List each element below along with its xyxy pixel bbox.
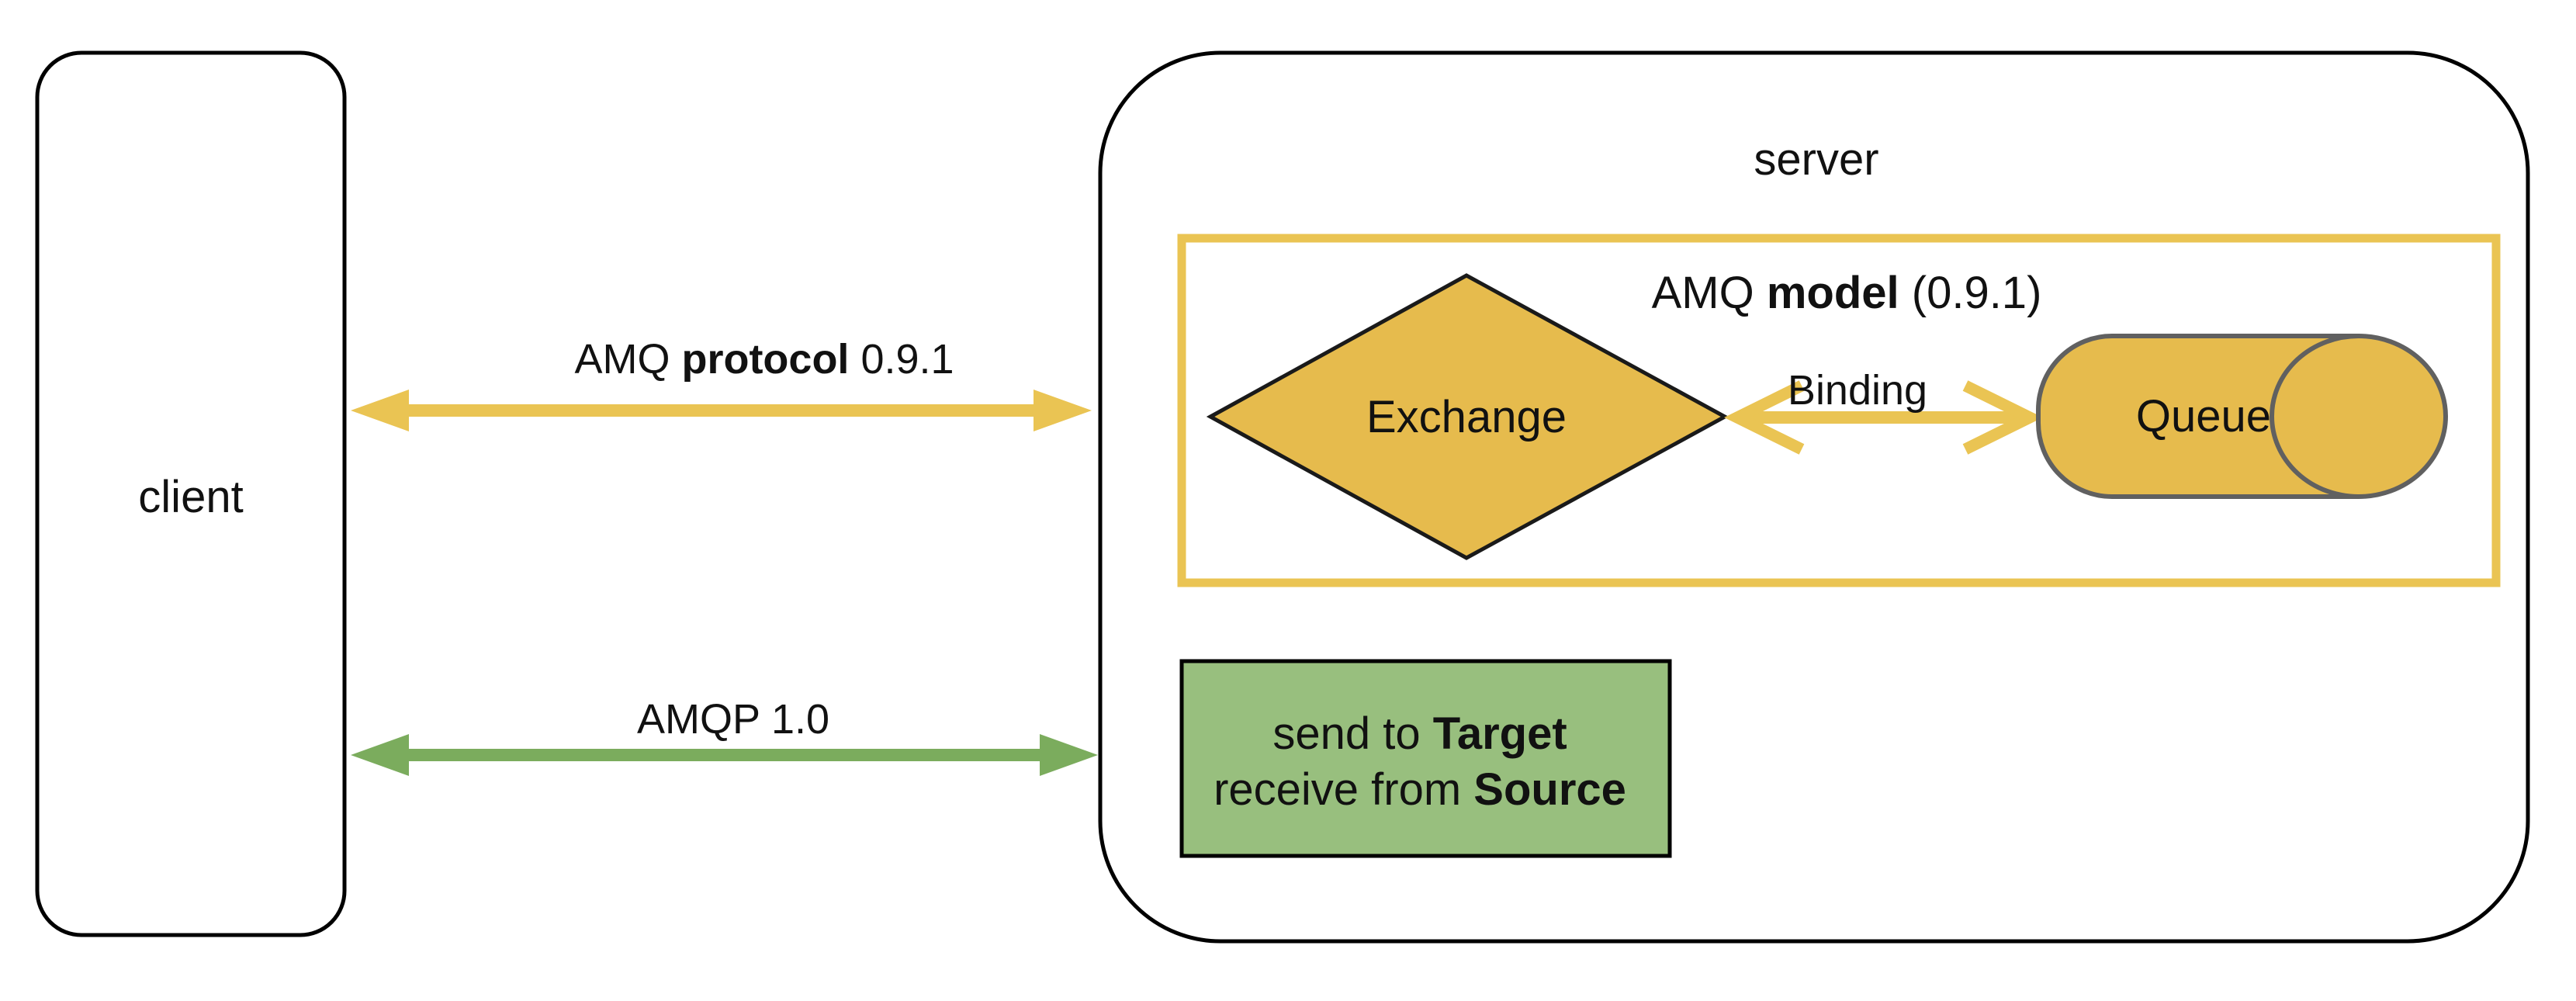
amqp-semantics-box <box>1179 659 1672 858</box>
amq-model-box <box>1177 234 2501 587</box>
exchange-label: Exchange <box>1366 392 1567 442</box>
amqp-semantics-line2-pre: receive from <box>1214 764 1473 815</box>
binding-arrow-head-left <box>1724 380 1805 455</box>
amq-protocol-arrow-label: AMQ protocol 0.9.1 <box>574 336 954 383</box>
amq-model-label-pre: AMQ <box>1652 268 1767 318</box>
amqp-semantics-line1: send to Target <box>1272 708 1567 759</box>
server-label: server <box>1754 134 1878 185</box>
client-label: client <box>138 472 243 522</box>
amq-model-label-post: (0.9.1) <box>1899 268 2042 318</box>
amq-protocol-label-pre: AMQ <box>574 336 681 383</box>
exchange-node <box>1206 273 1729 560</box>
amqp-1-0-arrow <box>351 734 1098 776</box>
amqp-semantics-line2-bold: Source <box>1473 764 1626 815</box>
amqp-1-0-arrow-label: AMQP 1.0 <box>637 696 829 743</box>
queue-node-body <box>2036 334 2359 499</box>
amq-protocol-label-post: 0.9.1 <box>849 336 954 383</box>
amqp-semantics-line1-bold: Target <box>1433 708 1567 759</box>
queue-node-end-cap <box>2270 334 2448 499</box>
amq-protocol-arrow <box>351 390 1092 431</box>
binding-arrow-head-right <box>1962 380 2043 455</box>
amq-protocol-label-bold: protocol <box>681 336 849 383</box>
amq-model-label-bold: model <box>1767 268 1899 318</box>
binding-arrow-label: Binding <box>1788 367 1927 414</box>
queue-label: Queue <box>2136 391 2271 442</box>
amqp-semantics-line1-pre: send to <box>1272 708 1432 759</box>
client-box <box>35 50 347 937</box>
amq-model-label: AMQ model (0.9.1) <box>1652 268 2042 318</box>
amqp-semantics-line2: receive from Source <box>1214 764 1626 815</box>
